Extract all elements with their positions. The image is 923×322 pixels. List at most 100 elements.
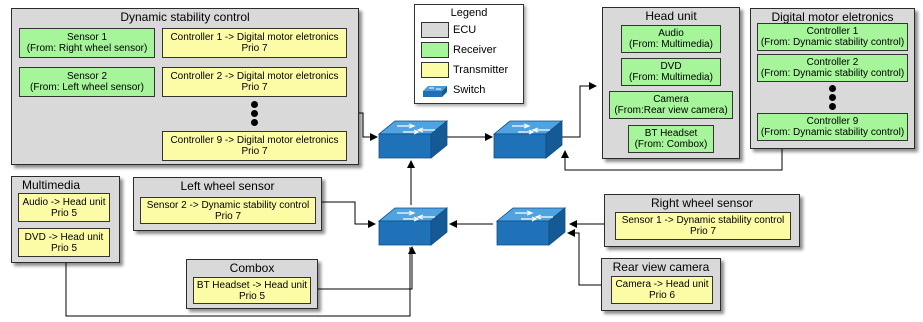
transmitter-box: Audio -> Head unit Prio 5 [18, 193, 110, 222]
switch-icon [423, 86, 447, 97]
legend-item-ecu: ECU [421, 22, 476, 38]
wire-multimedia [65, 247, 411, 317]
receiver-box: Controller 1 (From: Dynamic stability co… [757, 23, 908, 51]
ecu-head-unit: Head unit Audio (From: Multimedia) DVD (… [602, 7, 740, 159]
transmitter-box: Camera -> Head unit Prio 6 [611, 276, 713, 304]
transmitter-box: BT Headset -> Head unit Prio 5 [193, 277, 311, 304]
ecu-title: Head unit [645, 9, 697, 23]
wire-to-dme [561, 148, 783, 171]
box-line: (From: Multimedia) [629, 72, 713, 83]
ellipsis-dot [251, 101, 258, 108]
box-line: Audio -> Head unit [22, 196, 106, 208]
transmitter-box: Controller 9 -> Digital motor eletronics… [162, 131, 347, 161]
transmitter-box: Controller 1 -> Digital motor eletronics… [162, 28, 347, 58]
box-line: DVD [660, 61, 682, 72]
ecu-multimedia: Multimedia Audio -> Head unit Prio 5 DVD… [11, 176, 120, 263]
box-line: BT Headset -> Head unit [196, 279, 308, 291]
box-line: Sensor 2 [66, 71, 108, 82]
box-line: Prio 5 [50, 207, 78, 219]
ecu-title: Combox [229, 261, 275, 275]
ecu-dynamic-stability-control: Dynamic stability control Sensor 1 (From… [11, 8, 359, 165]
box-line: Controller 1 -> Digital motor eletronics [170, 32, 339, 43]
box-line: (From: Dynamic stability control) [760, 127, 905, 138]
box-line: Controller 2 [806, 57, 859, 68]
ecu-left-wheel-sensor: Left wheel sensor Sensor 2 -> Dynamic st… [133, 177, 322, 231]
wire-left-wheel [322, 201, 376, 228]
legend: Legend ECU Receiver Transmitter Switch [414, 4, 524, 104]
box-line: Camera -> Head unit [615, 279, 709, 290]
ecu-digital-motor-eletronics: Digital motor eletronics Controller 1 (F… [750, 8, 915, 149]
legend-item-switch: Switch [421, 82, 485, 98]
box-line: Sensor 1 [66, 32, 108, 43]
ecu-title: Left wheel sensor [180, 179, 275, 193]
receiver-swatch [421, 42, 449, 58]
ecu-title: Right wheel sensor [650, 196, 754, 210]
switch-icon [377, 207, 449, 246]
box-line: Controller 9 [806, 116, 859, 127]
transmitter-box: Sensor 2 -> Dynamic stability control Pr… [140, 197, 316, 224]
ecu-rear-view-camera: Rear view camera Camera -> Head unit Pri… [601, 258, 721, 311]
switch-icon [495, 207, 567, 246]
box-line: Audio [658, 28, 684, 39]
legend-item-receiver: Receiver [421, 42, 496, 58]
box-line: (From: Dynamic stability control) [760, 37, 905, 48]
wire-combox [318, 246, 416, 290]
receiver-box: Controller 2 (From: Dynamic stability co… [757, 54, 908, 82]
ecu-title: Multimedia [22, 178, 81, 192]
ellipsis-dot [251, 110, 258, 117]
legend-label: Transmitter [453, 64, 509, 76]
wire-rear-camera [567, 229, 601, 286]
receiver-box: BT Headset (From: Combox) [628, 125, 714, 153]
ellipsis-dot [251, 119, 258, 126]
wire-to-head-unit [562, 82, 597, 138]
box-line: Controller 9 -> Digital motor eletronics [170, 135, 339, 146]
switch-icon [377, 120, 449, 159]
receiver-box: DVD (From: Multimedia) [621, 58, 721, 86]
box-line: (From: Right wheel sensor) [26, 43, 148, 54]
ellipsis-dot [829, 85, 836, 92]
receiver-box: Audio (From: Multimedia) [621, 25, 721, 53]
box-line: (From: Combox) [634, 139, 708, 150]
box-line: Prio 7 [241, 43, 268, 54]
legend-label: Receiver [453, 44, 497, 56]
ecu-title: Dynamic stability control [120, 10, 250, 24]
box-line: Prio 7 [241, 82, 268, 93]
box-line: Prio 5 [238, 290, 266, 302]
transmitter-box: Sensor 1 -> Dynamic stability control Pr… [615, 212, 791, 240]
box-line: (From: Dynamic stability control) [760, 68, 905, 79]
ecu-swatch [421, 22, 449, 38]
ecu-title: Rear view camera [612, 260, 710, 274]
switch-icon [492, 120, 564, 159]
legend-label: ECU [453, 24, 477, 36]
wire-dsc-to-switch [358, 112, 378, 141]
box-line: Prio 5 [50, 242, 78, 254]
ecu-combox: Combox BT Headset -> Head unit Prio 5 [186, 259, 318, 309]
box-line: Camera [653, 94, 689, 105]
legend-item-transmitter: Transmitter [421, 62, 508, 78]
box-line: Prio 7 [214, 210, 242, 222]
box-line: Sensor 1 -> Dynamic stability control [621, 215, 785, 226]
box-line: Controller 2 -> Digital motor eletronics [170, 71, 339, 82]
receiver-box: Sensor 2 (From: Left wheel sensor) [19, 67, 155, 97]
legend-title: Legend [450, 7, 488, 19]
box-line: Prio 7 [689, 226, 717, 237]
box-line: Prio 6 [648, 290, 676, 301]
ellipsis-dot [829, 103, 836, 110]
box-line: Prio 7 [241, 146, 268, 157]
box-line: (From:Rear view camera) [614, 105, 728, 116]
legend-label: Switch [453, 84, 486, 96]
transmitter-box: DVD -> Head unit Prio 5 [18, 228, 110, 257]
receiver-box: Sensor 1 (From: Right wheel sensor) [19, 28, 155, 58]
transmitter-swatch [421, 62, 449, 78]
receiver-box: Controller 9 (From: Dynamic stability co… [757, 113, 908, 141]
transmitter-box: Controller 2 -> Digital motor eletronics… [162, 67, 347, 97]
box-line: (From: Left wheel sensor) [30, 82, 144, 93]
box-line: Sensor 2 -> Dynamic stability control [146, 199, 310, 211]
box-line: DVD -> Head unit [24, 231, 104, 243]
ellipsis-dot [829, 94, 836, 101]
box-line: BT Headset [644, 128, 698, 139]
ecu-right-wheel-sensor: Right wheel sensor Sensor 1 -> Dynamic s… [604, 194, 800, 247]
box-line: (From: Multimedia) [629, 39, 713, 50]
ecu-title: Digital motor eletronics [771, 10, 894, 24]
